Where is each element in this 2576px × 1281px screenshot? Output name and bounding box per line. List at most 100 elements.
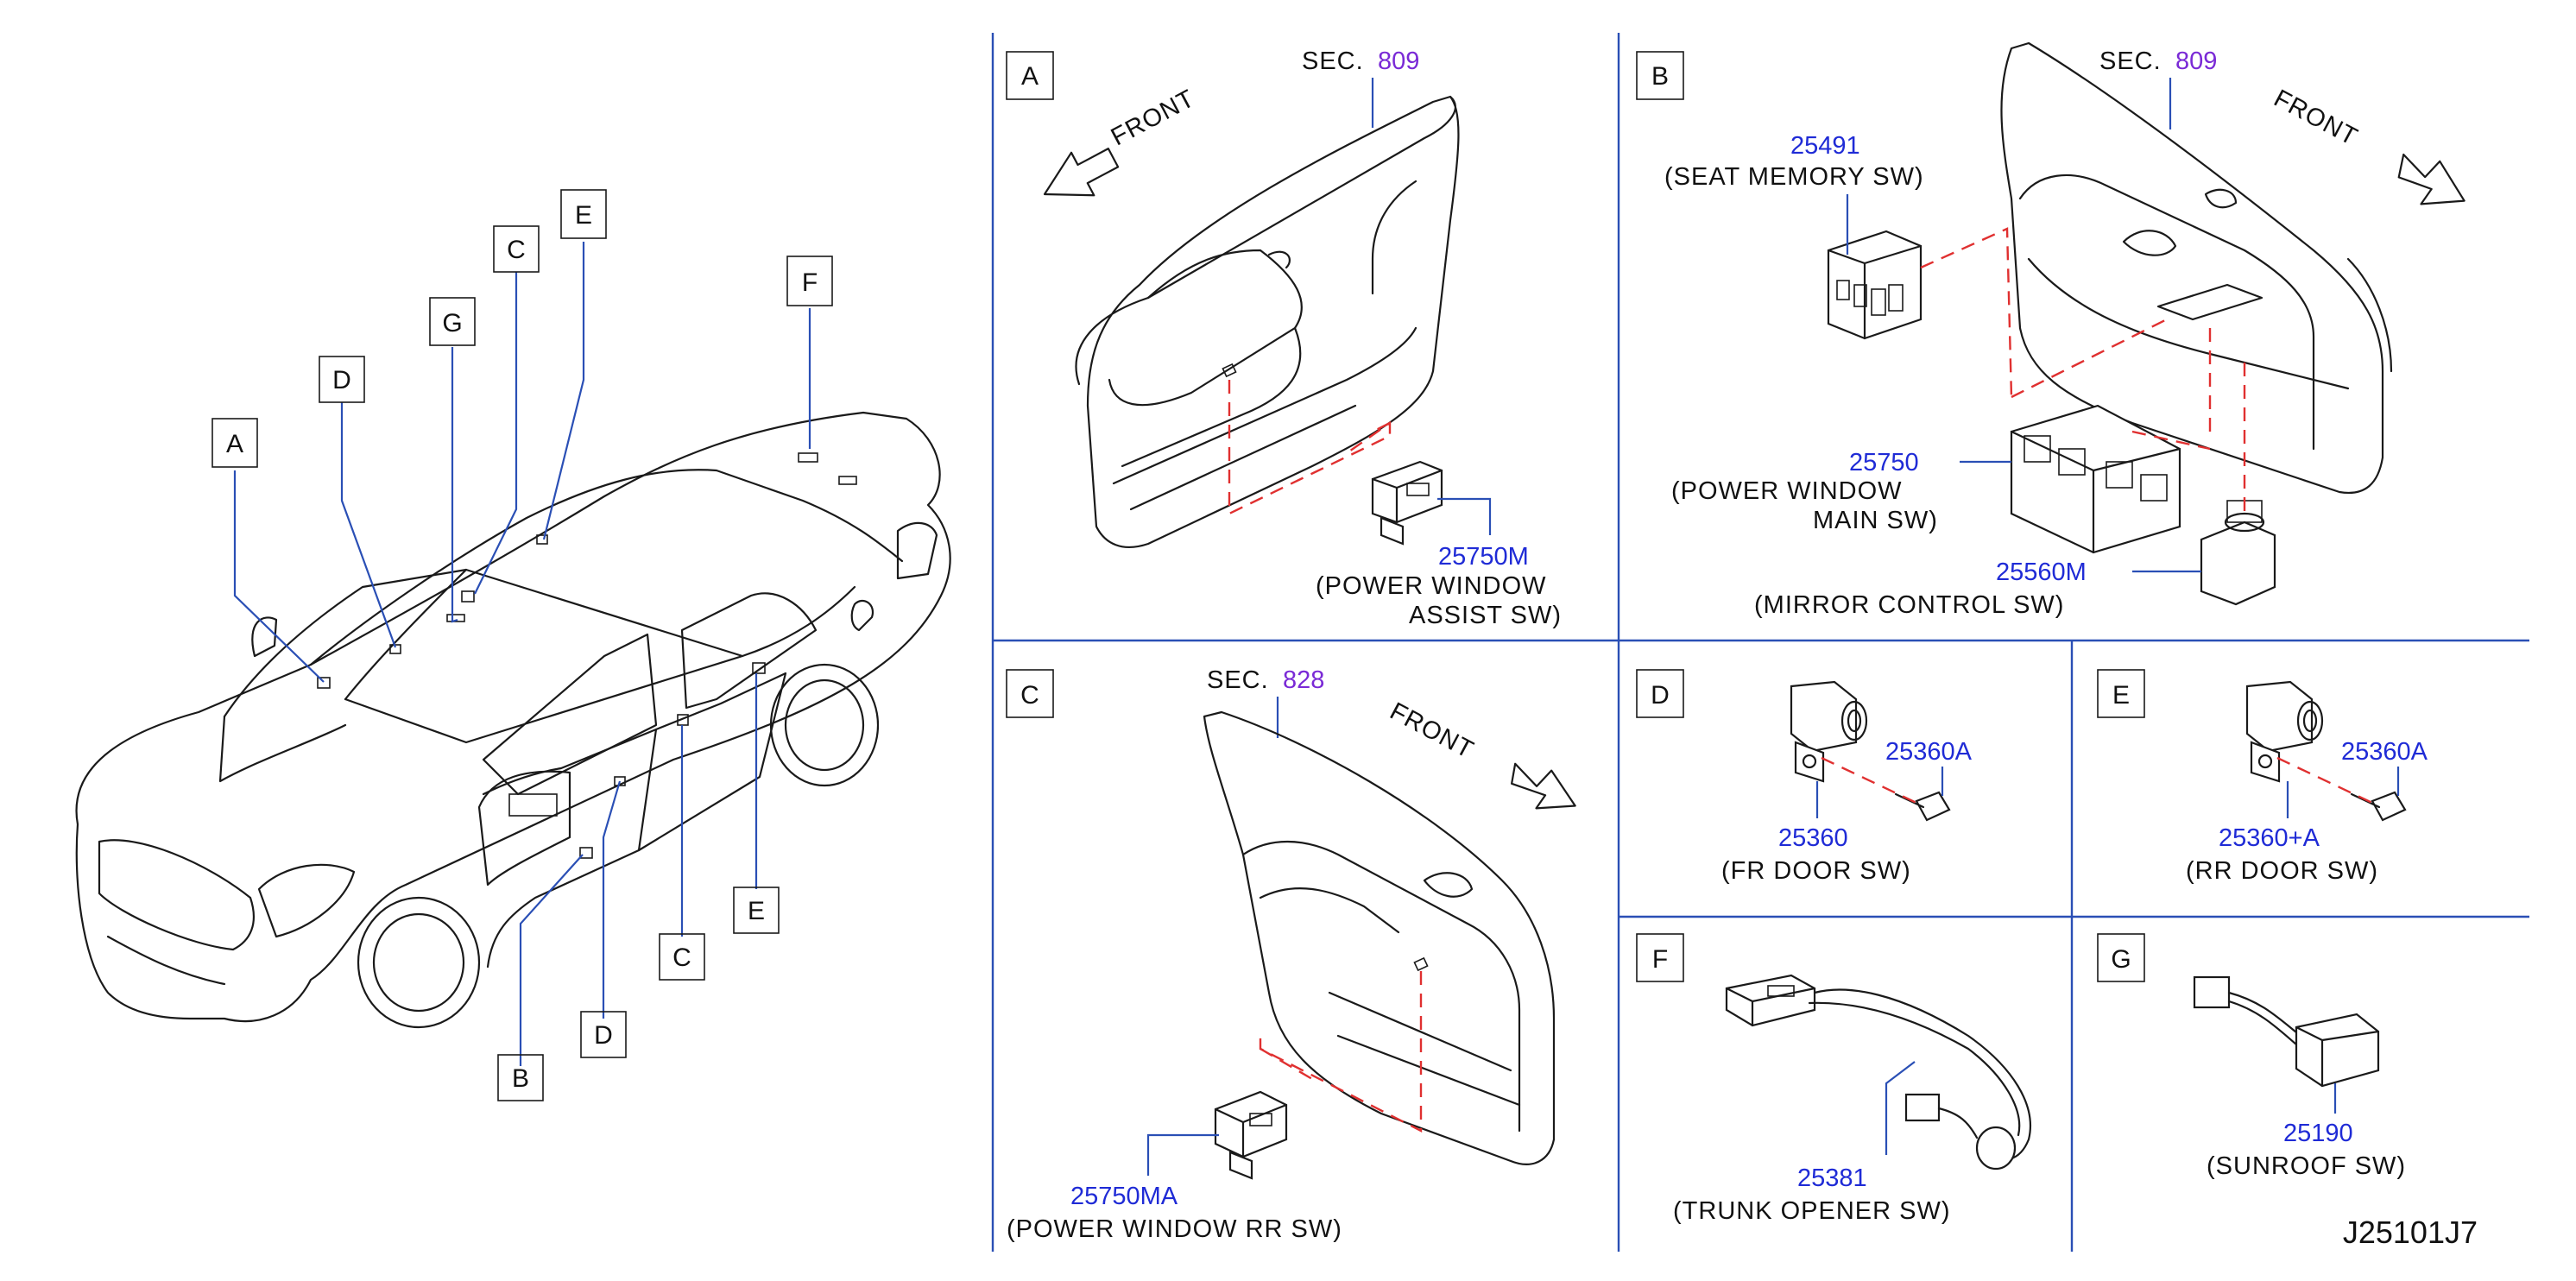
panel-e-screw (2350, 791, 2407, 822)
panel-d-part-number: 25360 (1778, 824, 1848, 852)
panel-f-letter: F (1652, 945, 1668, 974)
panel-a-sec-prefix: SEC. (1302, 47, 1364, 75)
panel-a-part-number: 25750M (1438, 543, 1529, 571)
callout-box-e: E (560, 189, 607, 239)
car-overview (75, 411, 951, 1029)
panel-b-main-desc-line1: (POWER WINDOW (1671, 477, 1903, 505)
panel-grid (991, 33, 2529, 1252)
svg-text:E: E (575, 201, 592, 230)
car-headlight (257, 863, 356, 938)
panel-a-front-arrow: FRONT (1043, 85, 1200, 197)
panel-b-seat-part-number: 25491 (1790, 132, 1860, 160)
car-side-window-rear (680, 592, 818, 710)
panel-c-part-number: 25750MA (1070, 1183, 1178, 1210)
panel-c: C SEC. 828 FRONT 25750MA (POWER WINDOW R… (1006, 666, 1576, 1243)
diagram-code: J25101J7 (2343, 1215, 2478, 1250)
panel-d-desc: (FR DOOR SW) (1721, 857, 1911, 885)
callout-box-f: F (786, 256, 833, 306)
panel-f-trunk-switch (1725, 974, 1816, 1027)
panel-c-sec-prefix: SEC. (1207, 666, 1269, 694)
panel-c-switch (1214, 1090, 1288, 1180)
panel-e-part-number: 25360+A (2219, 824, 2320, 852)
svg-text:A: A (226, 430, 243, 458)
panel-c-front-arrow: FRONT (1386, 697, 1576, 810)
panel-d: D 25360A 25360 (FR DOOR SW) (1636, 669, 1973, 885)
car-mirror (251, 616, 278, 658)
callout-box-e-bottom: E (733, 887, 780, 934)
svg-text:B: B (512, 1064, 529, 1093)
svg-text:D: D (332, 366, 351, 394)
callout-box-b-bottom: B (497, 1054, 544, 1101)
overview-leader-lines (233, 242, 811, 1066)
panel-b-main-part-number: 25750 (1849, 449, 1919, 476)
overview-callouts: A D G C E F B D (212, 189, 833, 1101)
panel-g-part-number: 25190 (2283, 1120, 2353, 1147)
panel-d-door-switch (1790, 680, 1868, 783)
panel-b-seat-memory-switch (1827, 230, 1923, 340)
panel-d-letter: D (1651, 681, 1670, 710)
panel-c-sec-number: 828 (1283, 666, 1324, 694)
panel-f: F 25381 (TRUNK OPENER SW) (1636, 933, 2031, 1225)
panel-b-main-switch (2010, 404, 2181, 554)
callout-box-c: C (493, 225, 540, 273)
panel-b-front-label: FRONT (2270, 85, 2363, 151)
car-windshield (223, 568, 468, 718)
panel-g-sunroof-switch (2193, 975, 2380, 1088)
panel-e: E 25360A 25360+A (RR DOOR SW) (2097, 669, 2428, 885)
car-body-outline (75, 411, 951, 1023)
panel-c-desc: (POWER WINDOW RR SW) (1007, 1215, 1342, 1243)
panel-a-desc-line2: ASSIST SW) (1409, 602, 1562, 629)
car-grille (98, 839, 255, 951)
callout-box-c-bottom: C (659, 933, 705, 981)
callout-box-g: G (429, 297, 476, 346)
panel-b-mirror-switch (2200, 500, 2276, 606)
panel-a-door-trim (1075, 95, 1460, 548)
panel-f-part-number: 25381 (1797, 1164, 1867, 1192)
svg-text:C: C (672, 943, 691, 972)
panel-b-letter: B (1651, 62, 1669, 91)
panel-g-letter: G (2111, 945, 2131, 974)
panel-b-mirror-desc: (MIRROR CONTROL SW) (1754, 591, 2064, 619)
panel-b-seat-desc: (SEAT MEMORY SW) (1664, 163, 1924, 191)
car-side-window-front (482, 633, 658, 796)
panel-b-sec-prefix: SEC. (2099, 47, 2162, 75)
panel-f-connector (1904, 1093, 2017, 1171)
panel-e-screw-part-number: 25360A (2341, 738, 2428, 766)
car-rear-door (637, 672, 787, 852)
svg-text:F: F (802, 268, 818, 297)
panel-g: G 25190 (SUNROOF SW) (2097, 933, 2406, 1180)
panel-f-desc: (TRUNK OPENER SW) (1673, 1197, 1951, 1225)
svg-text:C: C (507, 236, 526, 264)
car-roof (309, 469, 904, 666)
callout-box-a: A (212, 418, 258, 468)
panel-a-letter: A (1021, 62, 1039, 91)
car-front-door (482, 728, 658, 969)
panel-c-front-label: FRONT (1386, 697, 1479, 764)
car-taillight (896, 521, 938, 580)
panel-b-sec-number: 809 (2175, 47, 2217, 75)
panel-b-main-desc-line2: MAIN SW) (1813, 507, 1938, 534)
panel-g-desc: (SUNROOF SW) (2207, 1152, 2406, 1180)
panel-e-desc: (RR DOOR SW) (2186, 857, 2378, 885)
panel-f-harness (1813, 988, 2031, 1161)
panel-a-desc-line1: (POWER WINDOW (1316, 572, 1547, 600)
car-switch-marks (317, 452, 857, 859)
panel-e-letter: E (2112, 681, 2130, 710)
callout-box-d-bottom: D (580, 1011, 627, 1058)
panel-b-front-arrow: FRONT (2270, 85, 2466, 205)
car-front-wheel (357, 896, 481, 1029)
callout-box-d: D (319, 356, 365, 403)
panel-c-letter: C (1020, 681, 1039, 710)
svg-text:G: G (442, 309, 462, 338)
car-door-panel-open (477, 770, 571, 887)
panel-b-door-trim (2000, 41, 2384, 495)
panel-b: B SEC. 809 FRONT 25491 (SEAT MEMORY SW) (1636, 41, 2466, 619)
panel-d-screw-part-number: 25360A (1885, 738, 1973, 766)
panel-a: A SEC. 809 FRONT 25750M (POWER WINDOW AS… (1006, 47, 1562, 629)
panel-e-door-switch (2245, 680, 2324, 783)
panel-a-front-label: FRONT (1107, 85, 1200, 151)
panel-b-mirror-part-number: 25560M (1996, 558, 2087, 586)
svg-text:D: D (594, 1021, 613, 1050)
panel-a-sec-number: 809 (1378, 47, 1419, 75)
